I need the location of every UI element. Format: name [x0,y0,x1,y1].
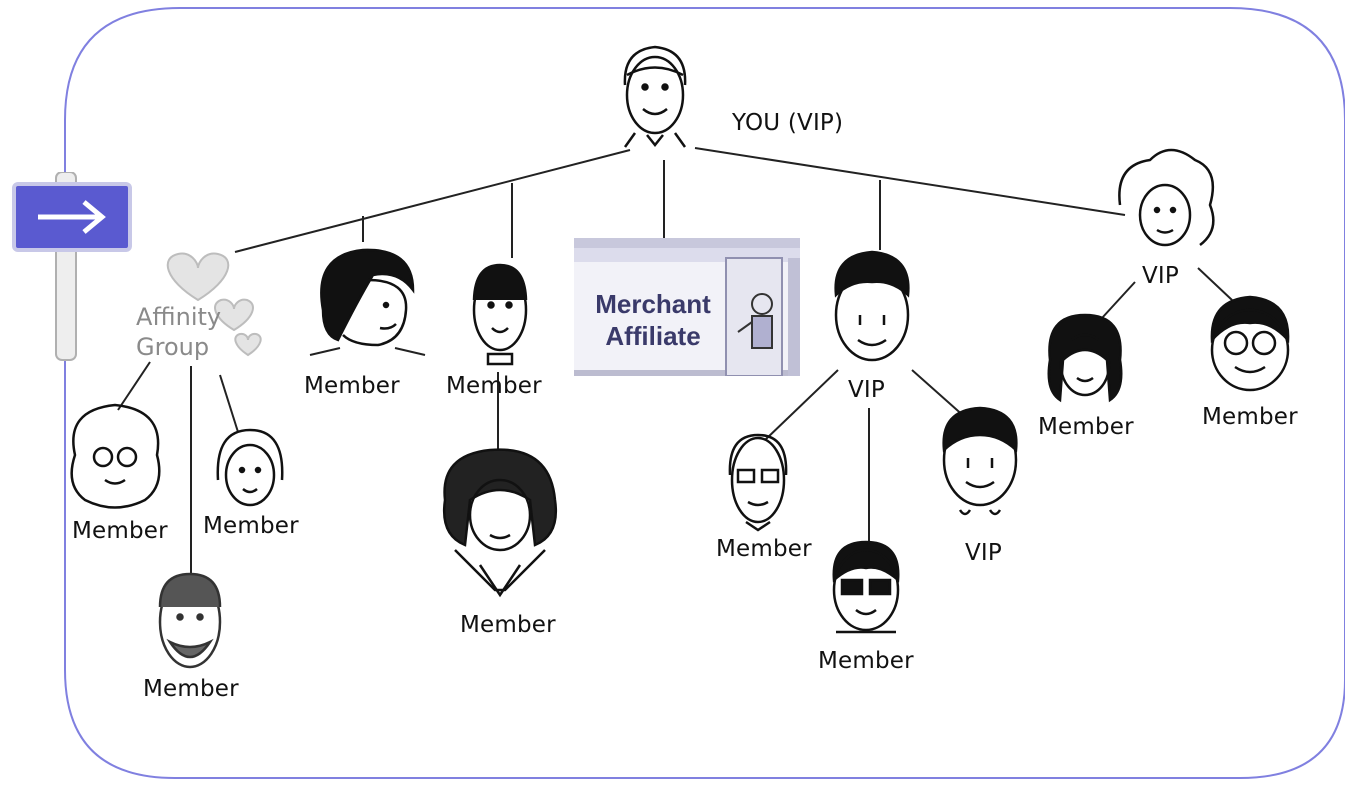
affinity-group-label: Affinity Group [136,302,221,362]
person-icon [834,250,910,362]
vip-label: VIP [1142,263,1179,289]
affinity-line-2: Group [136,333,210,361]
merchant-affiliate-label: Merchant Affiliate [578,288,728,352]
person-icon [728,433,788,532]
member-label: Member [304,373,400,399]
member-label: Member [72,518,168,544]
member-label: Member [446,373,542,399]
person-icon [942,406,1018,516]
member-label: Member [143,676,239,702]
connector-lines [117,147,1233,578]
diagram-frame [64,7,1345,779]
member-label: Member [716,536,812,562]
member-label: Member [203,513,299,539]
member-label: Member [1202,404,1298,430]
person-icon [737,293,773,349]
person-icon [1118,148,1215,247]
person-icon [320,248,415,347]
person-icon [1210,295,1290,392]
person-icon [70,403,161,509]
affinity-line-1: Affinity [136,303,222,331]
person-icon [158,572,222,669]
member-label: Member [460,612,556,638]
merchant-line-1: Merchant [595,289,711,319]
person-icon [832,540,900,634]
person-icon [1047,313,1123,403]
root-label: YOU (VIP) [732,110,844,136]
hearts-icon [166,252,262,357]
merchant-line-2: Affiliate [605,321,701,351]
member-label: Member [1038,414,1134,440]
right-arrow-sign-icon[interactable] [12,171,134,364]
merchant-affiliate-card[interactable]: Merchant Affiliate [574,238,800,376]
person-icon [472,263,528,366]
vip-label: VIP [848,377,885,403]
person-icon [216,428,284,507]
person-icon [623,45,687,148]
person-icon [442,448,558,598]
vip-label: VIP [965,540,1002,566]
member-label: Member [818,648,914,674]
